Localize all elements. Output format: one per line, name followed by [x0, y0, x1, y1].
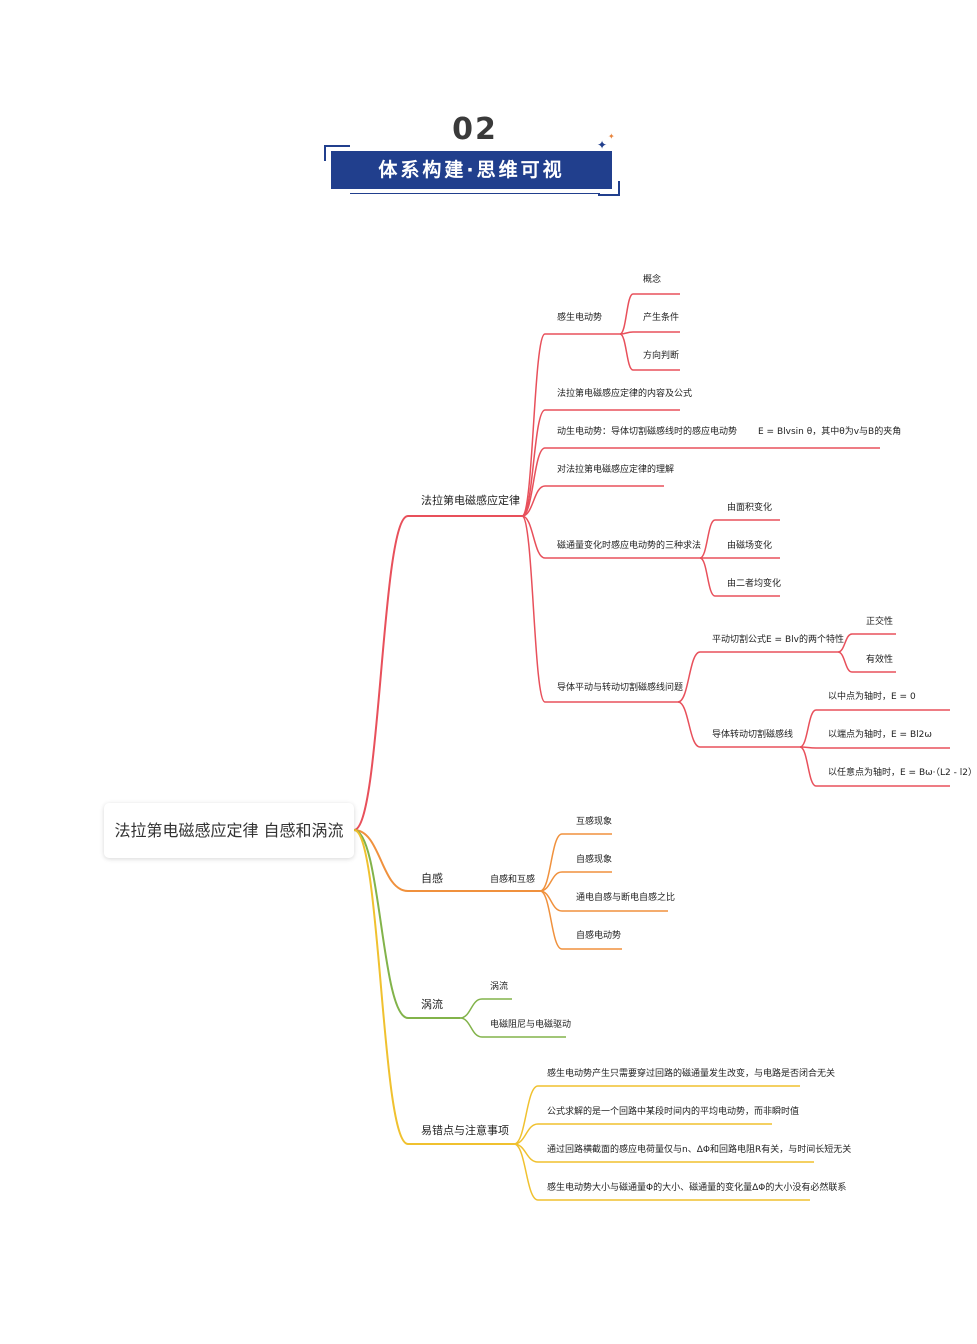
banner-frame-line [350, 193, 600, 194]
node-understanding[interactable]: 对法拉第电磁感应定律的理解 [557, 465, 675, 475]
node-midpoint-axis[interactable]: 以中点为轴时，E = 0 [828, 692, 916, 702]
node-self-mutual[interactable]: 自感和互感 [490, 875, 536, 885]
connector-line [513, 1143, 539, 1201]
pitfall-item[interactable]: 公式求解的是一个回路中某段时间内的平均电动势，而非瞬时值 [547, 1107, 800, 1117]
connector-line [521, 333, 546, 517]
node-self-induced-emf[interactable]: 自感电动势 [576, 931, 622, 941]
connector-line [677, 701, 701, 748]
mind-map-connectors [353, 293, 950, 1201]
section-header: 02 体系构建·思维可视 ✦ ✦ [0, 0, 950, 220]
node-mutual-induction[interactable]: 互感现象 [576, 817, 613, 827]
node-orthogonality[interactable]: 正交性 [866, 617, 894, 627]
pitfall-item[interactable]: 感生电动势产生只需要穿过回路的磁通量发生改变，与电路是否闭合无关 [547, 1069, 836, 1079]
connector-line [837, 651, 853, 673]
node-conductor-cutting[interactable]: 导体平动与转动切割磁感线问题 [557, 683, 684, 693]
node-flux-change[interactable]: 磁通量变化时感应电动势的三种求法 [557, 541, 702, 551]
banner-frame-corner-top-left [324, 145, 350, 161]
node-eddy-current[interactable]: 涡流 [490, 982, 509, 992]
connector-line [513, 1085, 539, 1145]
connector-line [619, 333, 634, 371]
connector-line [699, 557, 716, 597]
node-damping-driving[interactable]: 电磁阻尼与电磁驱动 [490, 1020, 572, 1030]
mind-map: 法拉第电磁感应定律 自感和涡流 法拉第电磁感应定律 感生电动势 概念 产生条件 … [104, 275, 977, 1201]
node-area-change[interactable]: 由面积变化 [727, 503, 773, 513]
node-translation[interactable]: 平动切割公式E = Blv的两个特性 [712, 635, 844, 645]
connector-line [353, 829, 409, 892]
node-on-off-self-induction[interactable]: 通电自感与断电自感之比 [576, 893, 676, 903]
connector-line [521, 485, 546, 517]
node-self-induction[interactable]: 自感现象 [576, 855, 613, 865]
node-direction[interactable]: 方向判断 [643, 351, 680, 361]
pitfall-item[interactable]: 通过回路横截面的感应电荷量仅与n、ΔΦ和回路电阻R有关，与时间长短无关 [547, 1145, 852, 1155]
node-motional-emf[interactable]: 动生电动势：导体切割磁感线时的感应电动势 [557, 427, 738, 437]
node-motional-formula[interactable]: E = Blvsin θ，其中θ为v与B的夹角 [758, 427, 902, 437]
connector-line [539, 871, 563, 892]
connector-line [521, 409, 546, 517]
branch-pitfalls-label[interactable]: 易错点与注意事项 [421, 1124, 509, 1137]
connector-line [353, 829, 409, 1145]
connector-line [539, 833, 563, 892]
node-any-point-axis[interactable]: 以任意点为轴时，E = Bω·（L2 - l2） [828, 768, 977, 778]
node-both-change[interactable]: 由二者均变化 [727, 579, 782, 589]
connector-line [619, 293, 634, 335]
connector-line [521, 447, 546, 517]
node-rotation[interactable]: 导体转动切割磁感线 [712, 730, 794, 740]
connector-line [353, 829, 409, 1019]
connector-line [837, 633, 853, 653]
section-number: 02 [452, 112, 498, 147]
banner-frame-corner-bottom-right [598, 181, 620, 196]
node-concept[interactable]: 概念 [643, 275, 662, 285]
branch-faraday-label[interactable]: 法拉第电磁感应定律 [421, 494, 520, 507]
node-condition[interactable]: 产生条件 [643, 313, 680, 323]
node-content-formula[interactable]: 法拉第电磁感应定律的内容及公式 [557, 389, 693, 399]
connector-line [459, 1017, 483, 1038]
node-induced-emf[interactable]: 感生电动势 [557, 313, 603, 323]
branch-self-induction-label[interactable]: 自感 [421, 872, 443, 885]
root-node-label: 法拉第电磁感应定律 自感和涡流 [114, 821, 344, 840]
connector-line [353, 515, 409, 831]
connector-line [539, 890, 563, 950]
branch-eddy-label[interactable]: 涡流 [421, 998, 443, 1011]
root-node[interactable]: 法拉第电磁感应定律 自感和涡流 [104, 803, 354, 858]
connector-line [799, 709, 817, 748]
sparkle-icon: ✦ [597, 138, 608, 152]
connector-line [799, 746, 817, 787]
connector-line [459, 998, 483, 1019]
pitfall-item[interactable]: 感生电动势大小与磁通量Φ的大小、磁通量的变化量ΔΦ的大小没有必然联系 [547, 1183, 847, 1193]
connector-line [513, 1123, 539, 1145]
connector-line [521, 515, 546, 559]
connector-line [521, 515, 546, 703]
connector-line [699, 519, 716, 559]
connector-line [677, 651, 701, 703]
node-effectiveness[interactable]: 有效性 [866, 655, 894, 665]
sparkle-icon: ✦ [608, 132, 615, 141]
section-title-banner: 体系构建·思维可视 [331, 151, 612, 189]
node-endpoint-axis[interactable]: 以端点为轴时，E = Bl2ω [828, 730, 932, 740]
node-field-change[interactable]: 由磁场变化 [727, 541, 773, 551]
